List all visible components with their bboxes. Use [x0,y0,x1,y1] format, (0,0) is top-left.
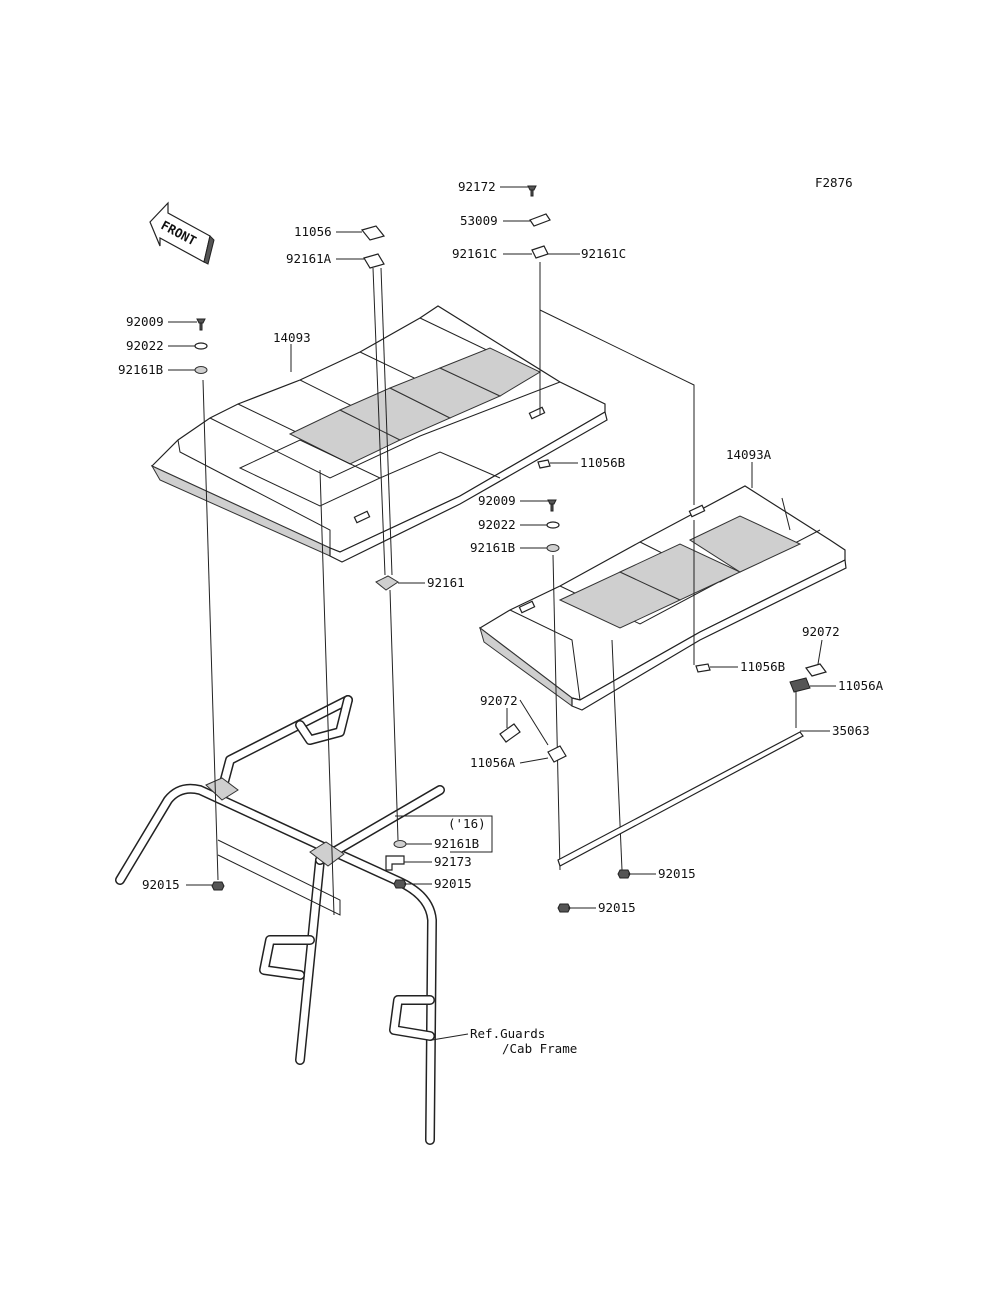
label-92009-left: 92009 [126,314,164,329]
cab-frame [115,695,445,1145]
label-92015-left: 92015 [142,877,180,892]
nut-92015-left-icon [211,881,225,891]
label-92172: 92172 [458,179,496,194]
nut-92015-mid-icon [617,869,631,879]
nut-92015-box-icon [393,879,407,889]
clip-92161C-icon [531,245,549,259]
year-16-label: ('16) [448,816,486,831]
front-arrow-icon: FRONT [149,201,215,265]
label-ref-guards: Ref.Guards [470,1026,545,1041]
washer-92161B-left-icon [194,366,208,374]
label-92161B-left: 92161B [118,362,163,377]
washer-92022-mid-icon [546,521,560,529]
clip-92072-left-icon [499,723,521,743]
label-53009: 53009 [460,213,498,228]
label-35063: 35063 [832,723,870,738]
label-92015-box: 92015 [434,876,472,891]
label-11056A-right: 11056A [838,678,884,693]
label-92161B-box: 92161B [434,836,479,851]
clip-11056A-right-icon [789,677,811,693]
label-92022-left: 92022 [126,338,164,353]
pad-92161-icon [375,575,399,591]
bracket-53009-icon [529,213,551,227]
label-cab-frame: /Cab Frame [502,1041,577,1056]
label-11056B-lower: 11056B [740,659,785,674]
clip-11056B-lower-icon [695,663,711,673]
label-92161C-left: 92161C [452,246,497,261]
clip-92161A-icon [363,253,385,269]
washer-92022-left-icon [194,342,208,350]
label-14093: 14093 [273,330,311,345]
part-labels: 92172 53009 92161C 92161C 11056 92161A 9… [118,179,884,1056]
label-92161B-mid: 92161B [470,540,515,555]
label-92009-mid: 92009 [478,493,516,508]
label-14093A: 14093A [726,447,772,462]
label-92015-mid: 92015 [658,866,696,881]
label-11056: 11056 [294,224,332,239]
bolt-92172-icon [527,185,537,197]
nut-92015-bottom-icon [557,903,571,913]
label-92173: 92173 [434,854,472,869]
label-11056B-upper: 11056B [580,455,625,470]
bolt-92009-mid-icon [547,499,557,512]
label-92022-mid: 92022 [478,517,516,532]
figure-code: F2876 [815,175,853,190]
roof-panel-14093A [478,485,847,711]
label-92161C-right: 92161C [581,246,626,261]
label-92015-bottom: 92015 [598,900,636,915]
bracket-92173-icon [385,855,405,871]
clip-92072-right-icon [804,663,828,677]
washer-92161B-box-icon [393,840,407,848]
roof-panel-14093 [150,305,608,563]
label-92072-left: 92072 [480,693,518,708]
bolt-92009-left-icon [196,318,206,331]
label-92072-right: 92072 [802,624,840,639]
washer-92161B-mid-icon [546,544,560,552]
clip-11056B-upper-icon [537,459,551,469]
label-leaders [168,186,836,1041]
clip-11056-icon [360,225,386,241]
year-16-box: ('16) [395,815,493,853]
label-92161: 92161 [427,575,465,590]
leader-lines [202,262,804,916]
label-11056A-left: 11056A [470,755,516,770]
clip-11056A-left-icon [547,745,567,763]
label-92161A: 92161A [286,251,332,266]
